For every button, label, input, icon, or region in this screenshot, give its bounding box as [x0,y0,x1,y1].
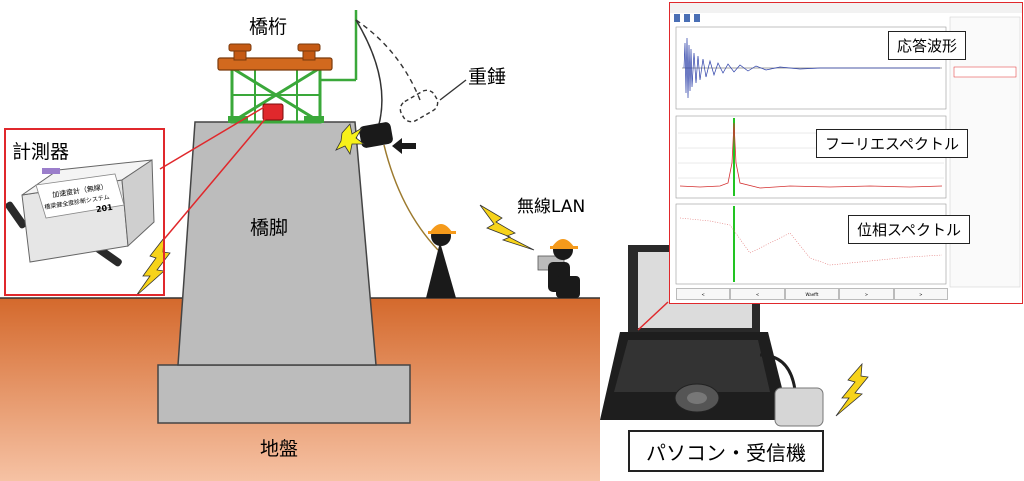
instrument-on-pier [262,103,284,121]
label-phase-spectrum: 位相スペクトル [848,215,970,244]
label-ground: 地盤 [260,438,299,460]
label-instrument: 計測器 [12,141,70,163]
lightning-icon [835,362,869,417]
nav-button[interactable]: > [893,288,949,300]
weight-swing [335,19,467,156]
label-girder: 橋桁 [249,16,288,38]
worker-pulling [426,224,456,298]
label-pc-receiver: パソコン・受信機 [628,430,824,472]
label-wireless: 無線LAN [517,197,586,217]
label-response-wave: 応答波形 [888,31,967,60]
lightning-icon [135,236,171,297]
girder-frame [228,10,358,124]
nav-button[interactable]: < [676,288,731,300]
label-weight: 重錘 [468,66,507,88]
bridge-girder [217,43,333,71]
label-fourier-spectrum: フーリエスペクトル [816,129,968,158]
instrument-callout-box [4,128,165,296]
callout-lines [159,105,267,245]
label-pier: 橋脚 [250,217,289,239]
worker-with-pc [537,239,580,298]
nav-button[interactable]: < [730,288,785,300]
nav-button[interactable]: Waefft [784,288,840,300]
wireless-accelerometer [5,159,155,267]
software-screen: 応答波形 フーリエスペクトル 位相スペクトル < < Waefft > > [669,2,1023,304]
nav-button[interactable]: > [839,288,894,300]
pier-footing [157,364,411,424]
nav-bar: < < Waefft > > [676,288,949,300]
lightning-icon [479,204,535,251]
bridge-pier [177,121,377,366]
receiver-unit [774,387,824,427]
